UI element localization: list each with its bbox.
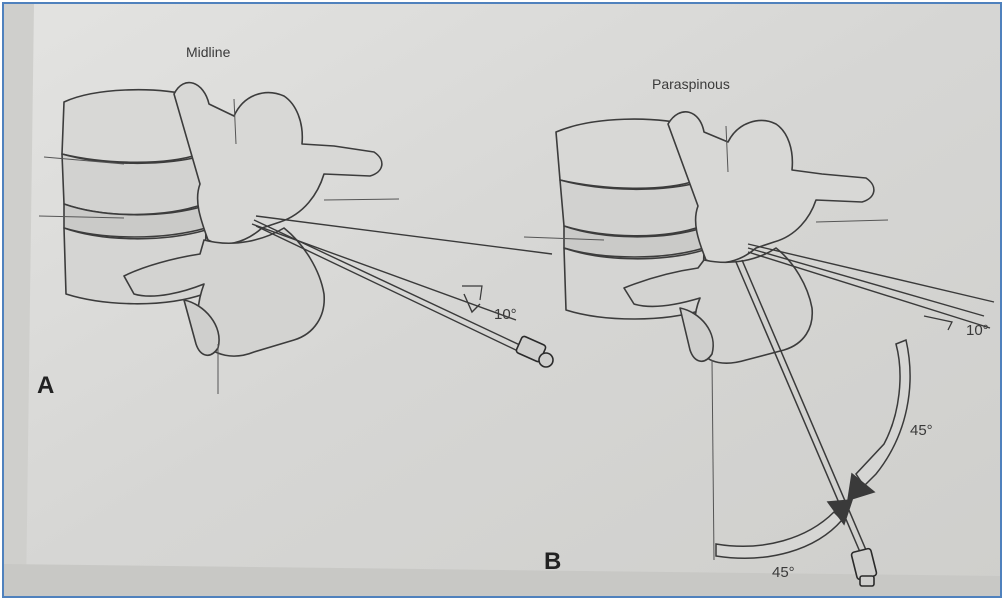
panel-letter-a: A <box>37 372 54 400</box>
diagram-photo <box>4 4 1000 596</box>
midline-title: Midline <box>186 44 230 60</box>
angle-label-a: 10° <box>494 306 517 323</box>
paraspinous-title: Paraspinous <box>652 76 730 92</box>
angle-label-b-top: 10° <box>966 322 989 339</box>
angle-label-b-bottom: 45° <box>772 564 795 581</box>
panel-letter-b: B <box>544 548 561 576</box>
angle-label-b-vertical: 45° <box>910 422 933 439</box>
